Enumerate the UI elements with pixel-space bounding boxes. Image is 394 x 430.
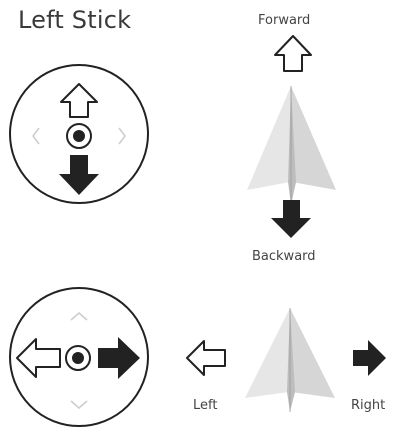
right-arrow-icon xyxy=(98,337,140,379)
stick-forward-backward xyxy=(10,65,148,203)
paper-plane-icon xyxy=(247,86,336,205)
label-right: Right xyxy=(351,398,385,413)
label-backward: Backward xyxy=(252,249,316,264)
chevron-down-icon xyxy=(71,401,87,408)
backward-arrow-icon xyxy=(271,200,311,238)
label-forward: Forward xyxy=(258,13,310,28)
label-left: Left xyxy=(193,398,217,413)
stick-knob-dot xyxy=(72,352,84,364)
stick-left-right xyxy=(10,288,148,426)
forward-arrow-icon xyxy=(275,36,311,71)
chevron-left-icon xyxy=(33,128,39,144)
chevron-up-icon xyxy=(71,313,87,320)
up-arrow-icon xyxy=(61,84,97,117)
chevron-right-icon xyxy=(119,128,125,144)
stick-knob-dot xyxy=(73,130,85,142)
left-direction-arrow-icon xyxy=(187,341,225,375)
paper-plane-icon xyxy=(245,308,335,412)
down-arrow-icon xyxy=(59,155,99,195)
left-arrow-icon xyxy=(17,339,60,377)
right-direction-arrow-icon xyxy=(353,340,386,376)
